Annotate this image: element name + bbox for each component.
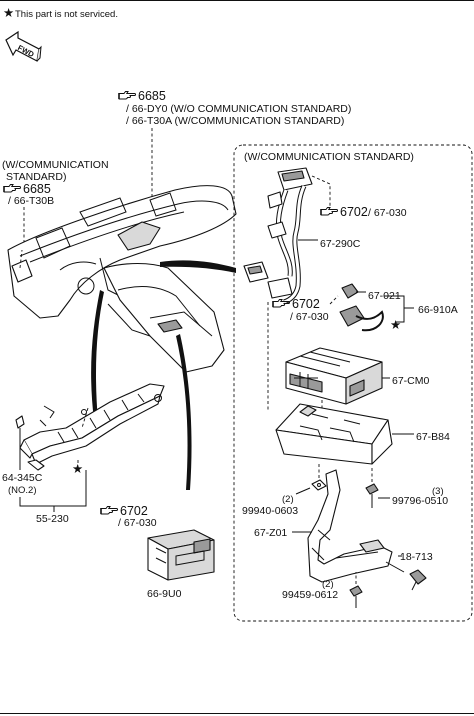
qty-99796: (3): [432, 486, 444, 497]
ref-condition: (W/COMMUNICATION: [2, 159, 109, 171]
fwd-arrow-icon: FWD: [5, 30, 42, 62]
label-64-345c-no: (NO.2): [8, 485, 37, 496]
clip-67-021: [341, 283, 359, 299]
ref-6702-upper: 6702 / 67-030: [320, 205, 407, 219]
label-66-9u0: 66-9U0: [147, 588, 182, 600]
harness-67-290c: [243, 167, 313, 305]
bracket-67-b84: [275, 403, 393, 465]
ref-number: 6685: [138, 89, 166, 103]
star-icon: ★: [390, 318, 401, 332]
box-title: (W/COMMUNICATION STANDARD): [244, 151, 414, 163]
nut-99940-0603: [311, 479, 327, 491]
bracket-55-230: [15, 383, 165, 471]
pointing-hand-icon: [3, 183, 21, 193]
ref-number: 6685: [23, 182, 51, 196]
ref-6702-bottom: 6702 / 67-030: [100, 504, 157, 529]
label-67-b84: 67-B84: [416, 431, 450, 443]
bolt-99796-0510: [365, 483, 379, 508]
label-67-z01: 67-Z01: [254, 527, 287, 539]
pointing-hand-icon: [118, 90, 136, 100]
antenna-66-910a: [339, 305, 384, 332]
leader: [385, 555, 405, 573]
ref-6702-middle: 6702 / 67-030: [272, 297, 329, 323]
ref-line: / 66-T30A (W/COMMUNICATION STANDARD): [126, 115, 344, 127]
bolt-99459-0612: [349, 585, 363, 608]
ref-line: / 67-030: [118, 517, 157, 529]
bracket-line: [19, 470, 87, 507]
ref-number: 6702: [120, 504, 148, 518]
label-99940-0603: 99940-0603: [242, 505, 298, 517]
note-text: This part is not serviced.: [15, 9, 118, 20]
ref-line: / 67-030: [368, 207, 407, 219]
leader: [295, 487, 311, 495]
qty-99940: (2): [282, 494, 294, 505]
label-55-230: 55-230: [36, 513, 69, 525]
instrument-panel: [7, 185, 237, 490]
leader: [311, 175, 331, 206]
star-icon: ★: [72, 462, 83, 476]
bracket-line: [384, 295, 414, 323]
ref-6685-left: (W/COMMUNICATION STANDARD) 6685 / 66-T30…: [2, 159, 109, 207]
bracket-67-z01: [307, 469, 393, 583]
ref-number: 6702: [340, 205, 368, 219]
pointing-hand-icon: [320, 206, 338, 216]
label-99796-0510: 99796-0510: [392, 495, 448, 507]
module-67-cm0: [285, 347, 383, 405]
label-66-910a: 66-910A: [418, 304, 458, 316]
label-67-290c: 67-290C: [320, 238, 361, 250]
leader: [77, 407, 89, 470]
star-icon: ★: [3, 6, 14, 20]
label-99459-0612: 99459-0612: [282, 589, 338, 601]
label-18-713: 18-713: [400, 551, 433, 563]
communication-standard-box: [233, 144, 473, 622]
ref-condition: STANDARD): [6, 171, 66, 183]
label-67-cm0: 67-CM0: [392, 375, 430, 387]
ref-line: / 66-DY0 (W/O COMMUNICATION STANDARD): [126, 103, 351, 115]
qty-99459: (2): [322, 579, 334, 590]
clip-18-713: [409, 569, 427, 591]
ref-line: / 67-030: [290, 311, 329, 323]
ref-6685-top: 6685 / 66-DY0 (W/O COMMUNICATION STANDAR…: [118, 89, 351, 127]
ref-line: / 66-T30B: [8, 195, 54, 207]
pointing-hand-icon: [100, 505, 118, 515]
ref-number: 6702: [292, 297, 320, 311]
leader: [329, 295, 339, 305]
unit-66-9u0: [147, 529, 215, 581]
label-64-345c: 64-345C: [2, 472, 43, 484]
